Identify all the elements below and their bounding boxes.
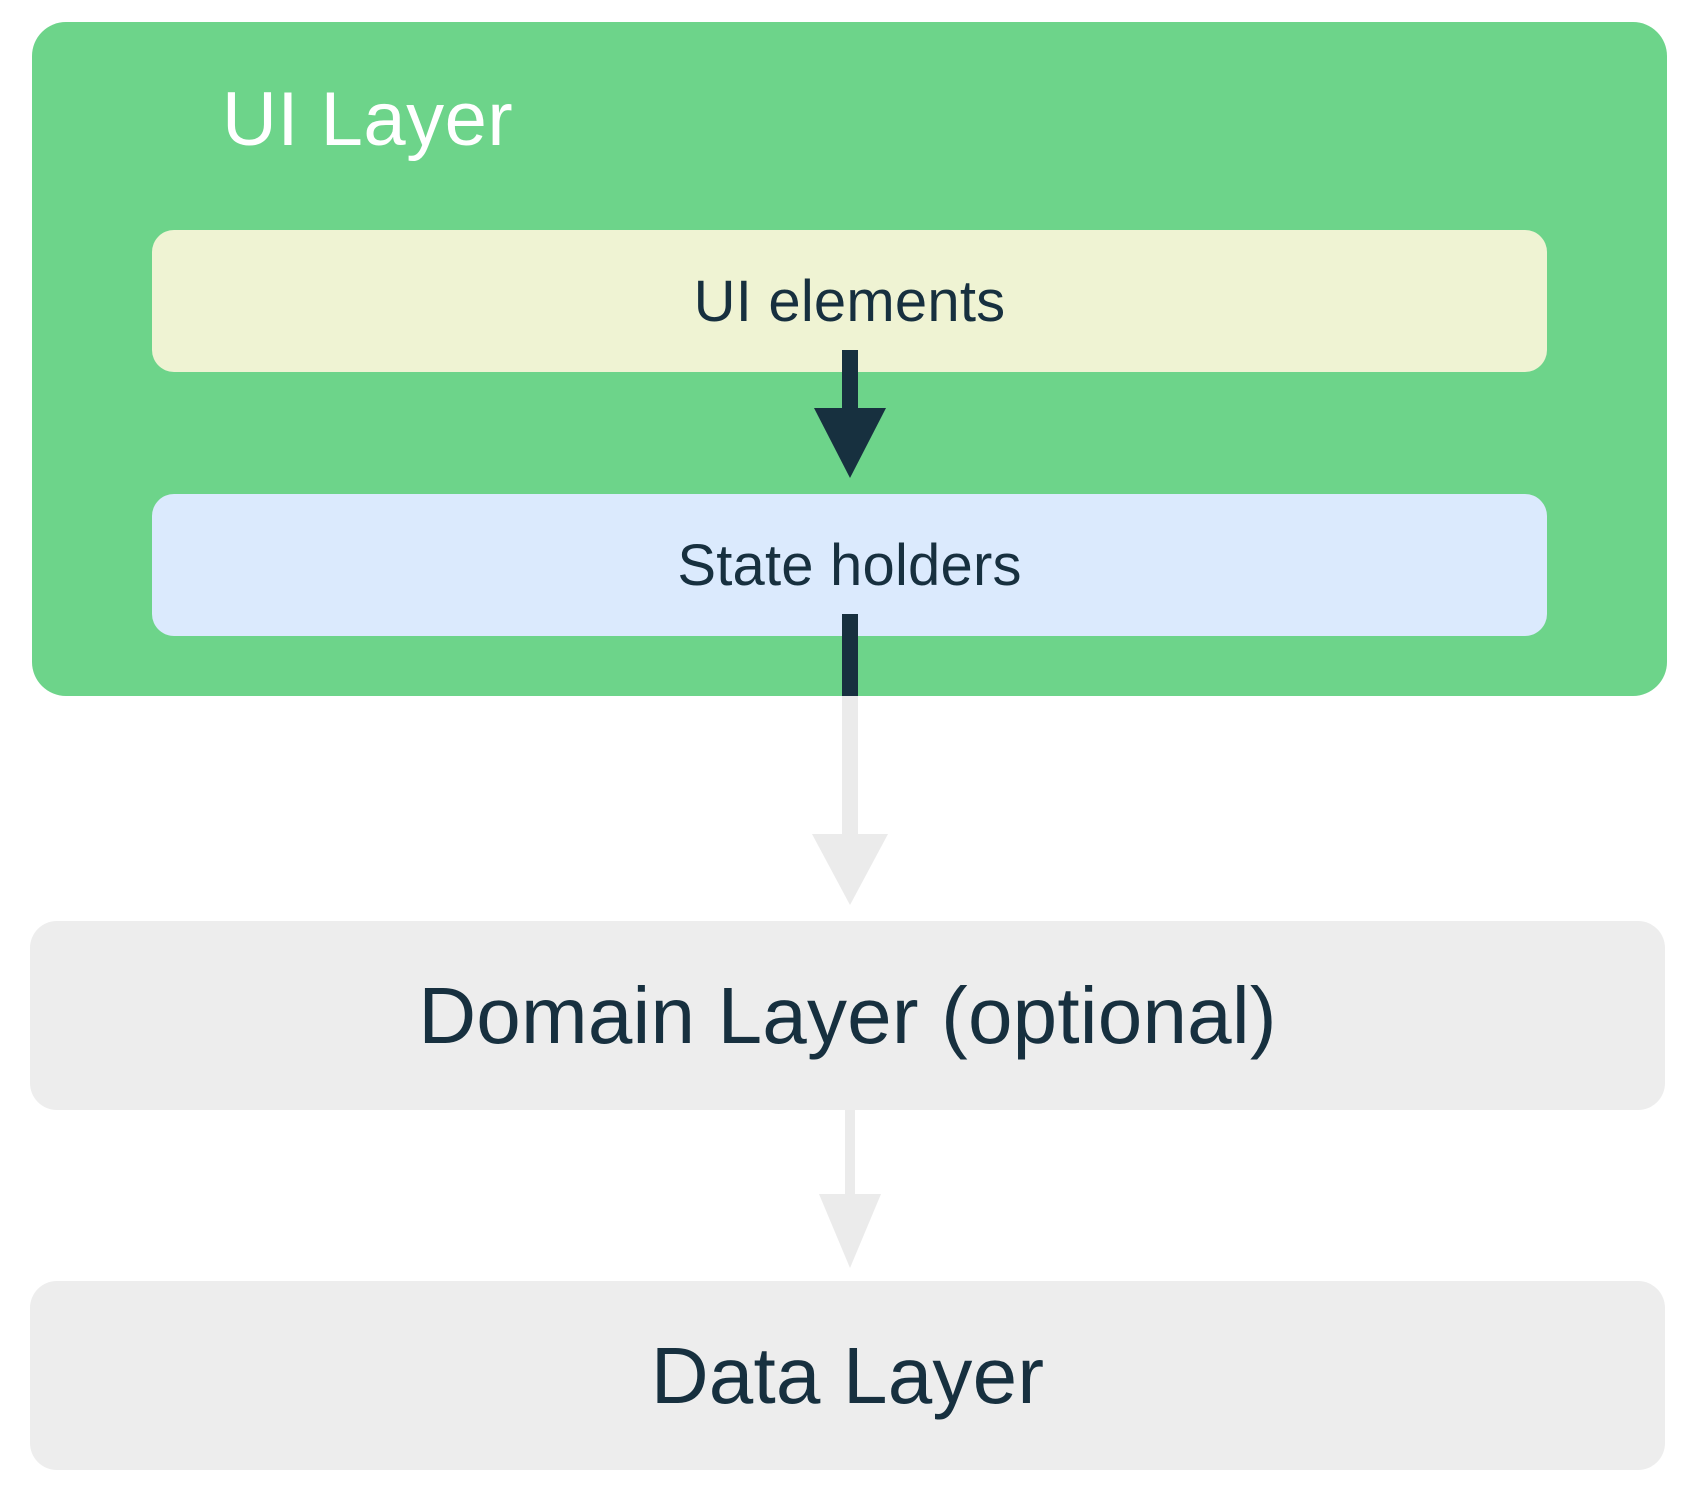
domain-layer-card: Domain Layer (optional) [30,921,1665,1110]
data-layer-card: Data Layer [30,1281,1665,1470]
domain-layer-label: Domain Layer (optional) [418,970,1277,1060]
state-holders-card: State holders [152,494,1547,636]
ui-layer-container: UI Layer UI elements State holders [32,22,1667,696]
ui-layer-title: UI Layer [222,77,514,162]
ui-elements-label: UI elements [693,268,1006,334]
arrow-domain-layer-to-data-layer-icon [819,1110,881,1268]
ui-elements-card: UI elements [152,230,1547,372]
data-layer-label: Data Layer [650,1330,1045,1420]
state-holders-label: State holders [677,532,1022,598]
